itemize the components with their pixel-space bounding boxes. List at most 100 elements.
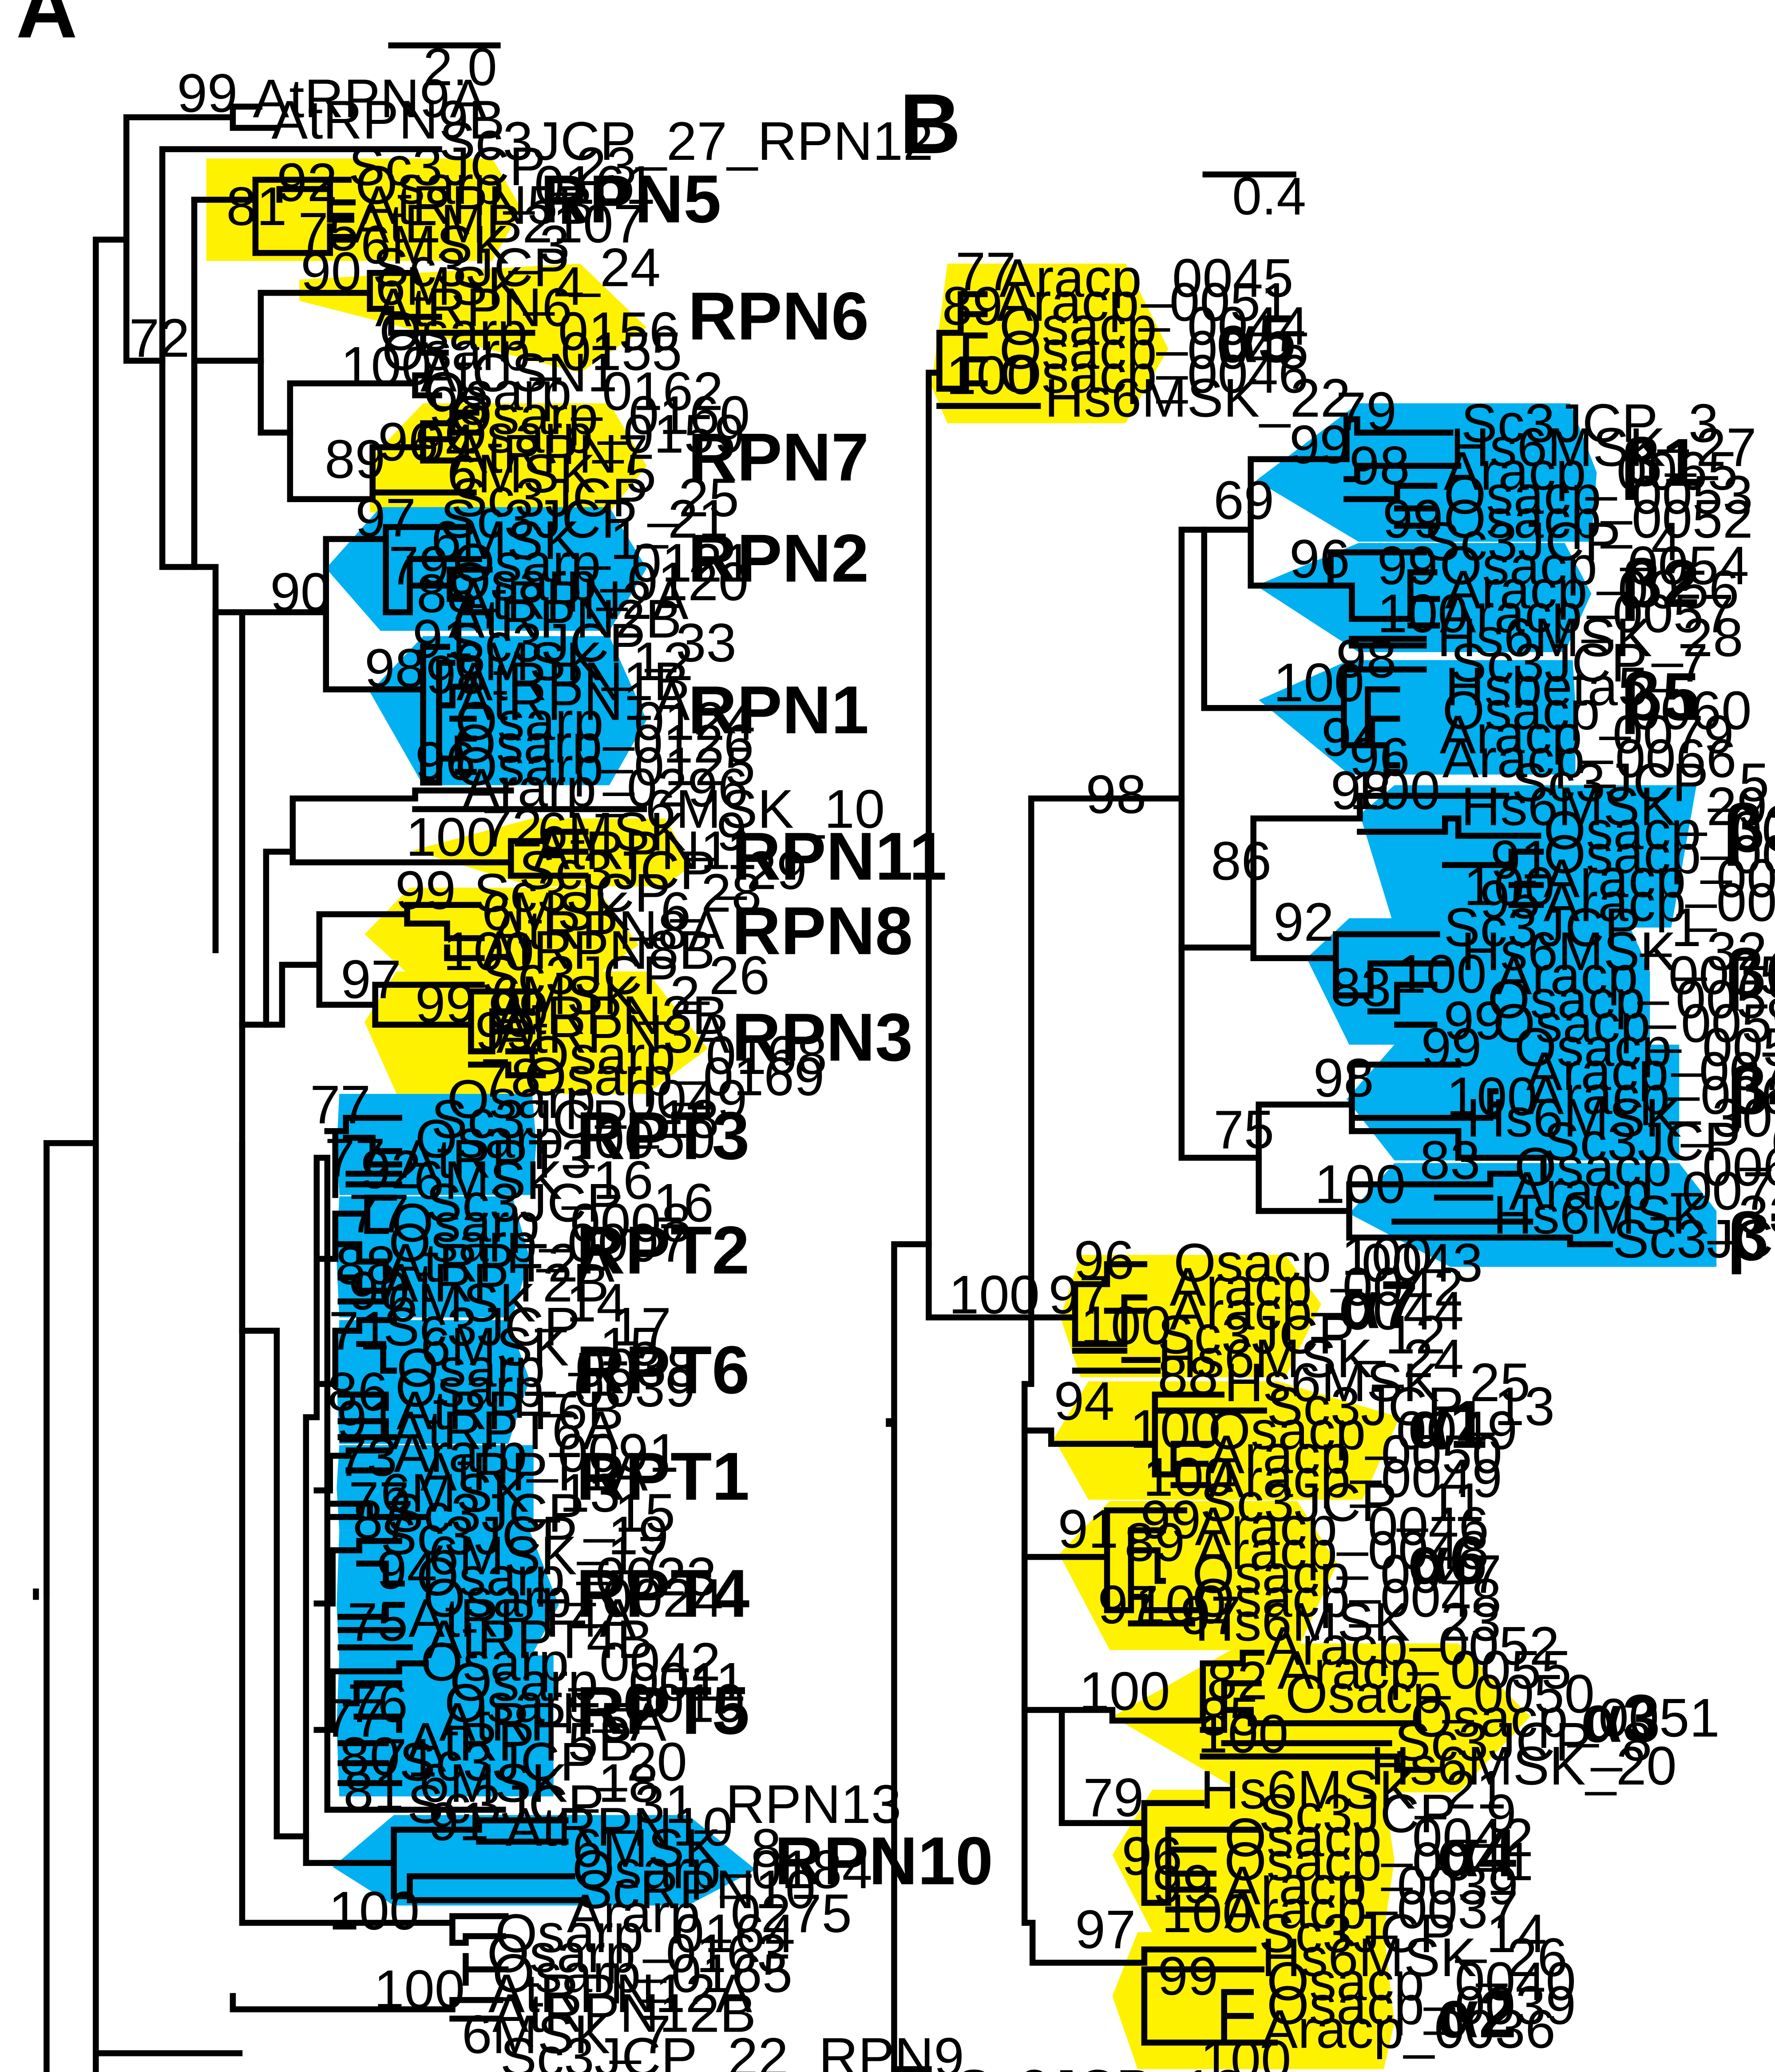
bootstrap-value: 100 <box>1464 856 1555 917</box>
branch-rpt6 <box>316 1317 397 1440</box>
bootstrap-value: 75 <box>1213 1100 1274 1161</box>
branch-rpn1 <box>323 609 477 786</box>
bootstrap-value: 90 <box>270 562 331 623</box>
bootstrap-value: 99 <box>488 980 549 1041</box>
leaf-6msk-5: 6MSK_5 <box>447 444 656 504</box>
leaf-6msk-3: 6MSK_3 <box>361 215 570 276</box>
leaf-sc3jcp-27-rpn12: Sc3JCP_27_RPN12 <box>439 111 933 172</box>
leaf-atrpn12b: AtRPN12B <box>492 1983 756 2044</box>
bootstrap-value: 98 <box>1349 436 1410 496</box>
bootstrap-value: 98 <box>365 638 425 699</box>
leaf-atrpt6a: AtRPT6A <box>391 1400 618 1461</box>
leaf-osarp-0155: Osarp_0155 <box>382 321 682 382</box>
clade-label-rpn10: RPN10 <box>774 1823 993 1899</box>
bootstrap-value: 96 <box>1074 1230 1135 1291</box>
bootstrap-value: 100 <box>949 1264 1040 1325</box>
bootstrap-value: 75 <box>298 202 359 262</box>
bootstrap-value: 80 <box>339 1726 400 1787</box>
leaf-osarp-0125: Osarp_0125 <box>455 737 755 797</box>
leaf-osarp-0184: Osarp_0184 <box>572 1839 872 1900</box>
branch <box>159 197 198 570</box>
leaf-osacp-0056: Osacp_0056 <box>1544 800 1775 861</box>
leaf-osarp-0120: Osarp_0120 <box>448 551 749 612</box>
leaf-6msk-12: 6MSK_12 <box>454 631 693 692</box>
bootstrap-value: 76 <box>347 1673 408 1734</box>
bootstrap-value: 99 <box>1444 990 1505 1051</box>
branch-rpt2 <box>316 1194 397 1305</box>
leaf-sc3jcp-22-rpn9: Sc3JCP_22_RPN9 <box>500 2027 964 2072</box>
panel-label-b: B <box>899 76 961 171</box>
leaf-osacp-0051: Osacp_0051 <box>1410 1688 1720 1748</box>
leaf-atrpn2b: AtRPN2B <box>448 589 682 650</box>
leaf-atrpn8b: AtRPN8B <box>482 920 715 981</box>
leaf-sc3jcp-13: Sc3JCP_13 <box>1267 1376 1555 1437</box>
bootstrap-value: 100 <box>1377 583 1468 644</box>
leaf-osacp-0041: Osacp_0041 <box>1224 1831 1533 1892</box>
leaf-osacp-0047: Osacp_0047 <box>1192 1544 1502 1605</box>
leaf-atrpt2b: AtRPT2B <box>382 1252 609 1313</box>
branch-rpn3 <box>316 911 546 1078</box>
bootstrap-value: 87 <box>353 1490 413 1550</box>
leaf-osarp-0010: Osarp_0010 <box>444 1673 745 1734</box>
leaf-sc3jcp-28: Sc3JCP_28 <box>474 863 762 923</box>
clade-label-rpt6: RPT6 <box>576 1332 750 1408</box>
bootstrap-value: 100 <box>1349 761 1440 821</box>
clade-label-3: α3 <box>1581 1681 1660 1756</box>
bootstrap-value: 100 <box>1200 2030 1291 2072</box>
leaf-aracp-0055: Aracp_0055 <box>1277 1640 1572 1701</box>
leaf-atrpn6: AtRPN6 <box>375 277 572 338</box>
leaf-osacp-0052: Osacp_0052 <box>1444 489 1753 550</box>
bootstrap-value: 72 <box>482 797 543 858</box>
leaf-atrpt4a: AtRPT4A <box>408 1588 636 1649</box>
leaf-aracp-0057: Aracp_0057 <box>1440 583 1734 644</box>
leaf-osacp-0050: Osacp_0050 <box>1285 1664 1595 1724</box>
leaf-osarp-0023: Osarp_0023 <box>416 1547 717 1608</box>
leaf-osacp-0040: Osacp_0040 <box>1267 1951 1576 2012</box>
scale-label-b: 0.4 <box>1232 166 1306 226</box>
leaf-atrpn8a: AtRPN8A <box>491 900 725 961</box>
leaf-hs6msk-22: Hs6MSK_22 <box>1045 368 1351 428</box>
leaf-aracp-0039: Aracp_0039 <box>1224 1855 1518 1916</box>
clade-box-rpt1 <box>337 1445 534 1530</box>
leaf-osarp-0169: Osarp_0169 <box>524 1046 824 1107</box>
panel-label-a: A <box>16 0 78 55</box>
bootstrap-value: 94 <box>1321 707 1382 768</box>
bootstrap-value: 79 <box>1083 1767 1144 1828</box>
leaf-aracp-0036: Aracp_0036 <box>1261 1999 1556 2060</box>
bootstrap-value: 96 <box>1121 1826 1182 1887</box>
branch-rpt4 <box>313 1538 413 1651</box>
leaf-osarp-0162: Osarp_0162 <box>423 361 723 422</box>
branch <box>44 1140 50 2072</box>
leaf-aracp-0052: Aracp_0052 <box>1265 1616 1560 1677</box>
leaf-osacp-0045: Osacp_0045 <box>999 320 1309 381</box>
leaf-aracp-0066: Aracp_0066 <box>1442 729 1737 789</box>
clade-label-rpn1: RPN1 <box>688 673 869 748</box>
clade-label-rpn2: RPN2 <box>688 521 869 596</box>
bootstrap-value: 98 <box>1086 765 1147 825</box>
branch-b-beta2 <box>1327 549 1440 649</box>
bootstrap-value: 96 <box>415 731 476 792</box>
bootstrap-value: 91 <box>428 1791 489 1852</box>
leaf-sc3jcp-4: Sc3JCP_4 <box>1424 511 1681 572</box>
leaf-osarp-0165: Osarp_0165 <box>492 1943 792 2004</box>
leaf-hsbeta5: Hsbeta5 <box>1445 657 1648 717</box>
branch-b-beta6 <box>1250 931 1451 1028</box>
leaf-aracp-0045: Aracp_0045 <box>999 248 1294 309</box>
clade-label-rpn7: RPN7 <box>688 420 869 495</box>
leaf-osacp-0042: Osacp_0042 <box>1224 1807 1533 1868</box>
bootstrap-value: 94 <box>415 413 476 474</box>
branch-rpn2-inner <box>383 536 493 629</box>
bootstrap-value: 98 <box>1336 629 1397 689</box>
bootstrap-value: 98 <box>428 376 489 436</box>
leaf-osarp-0161: Osarp_0161 <box>355 155 655 216</box>
branch-b-alpha7 <box>1028 1261 1161 1374</box>
leaf-hs6msk-29: Hs6MSK_29 <box>1461 776 1767 837</box>
leaf-sc3jcp-12: Sc3JCP_12 <box>1157 1304 1446 1365</box>
branch-b-alpha2 <box>1021 1707 1278 2046</box>
clade-label-rpn11: RPN11 <box>732 819 947 894</box>
bootstrap-value: 92 <box>277 152 337 213</box>
bootstrap-value: 69 <box>1213 470 1274 531</box>
bootstrap-value: 98 <box>1313 1048 1374 1109</box>
leaf-6msk-8: 6MSK_8 <box>572 1818 781 1879</box>
leaf-sc3jcp-24: Sc3JCP_24 <box>372 238 661 298</box>
